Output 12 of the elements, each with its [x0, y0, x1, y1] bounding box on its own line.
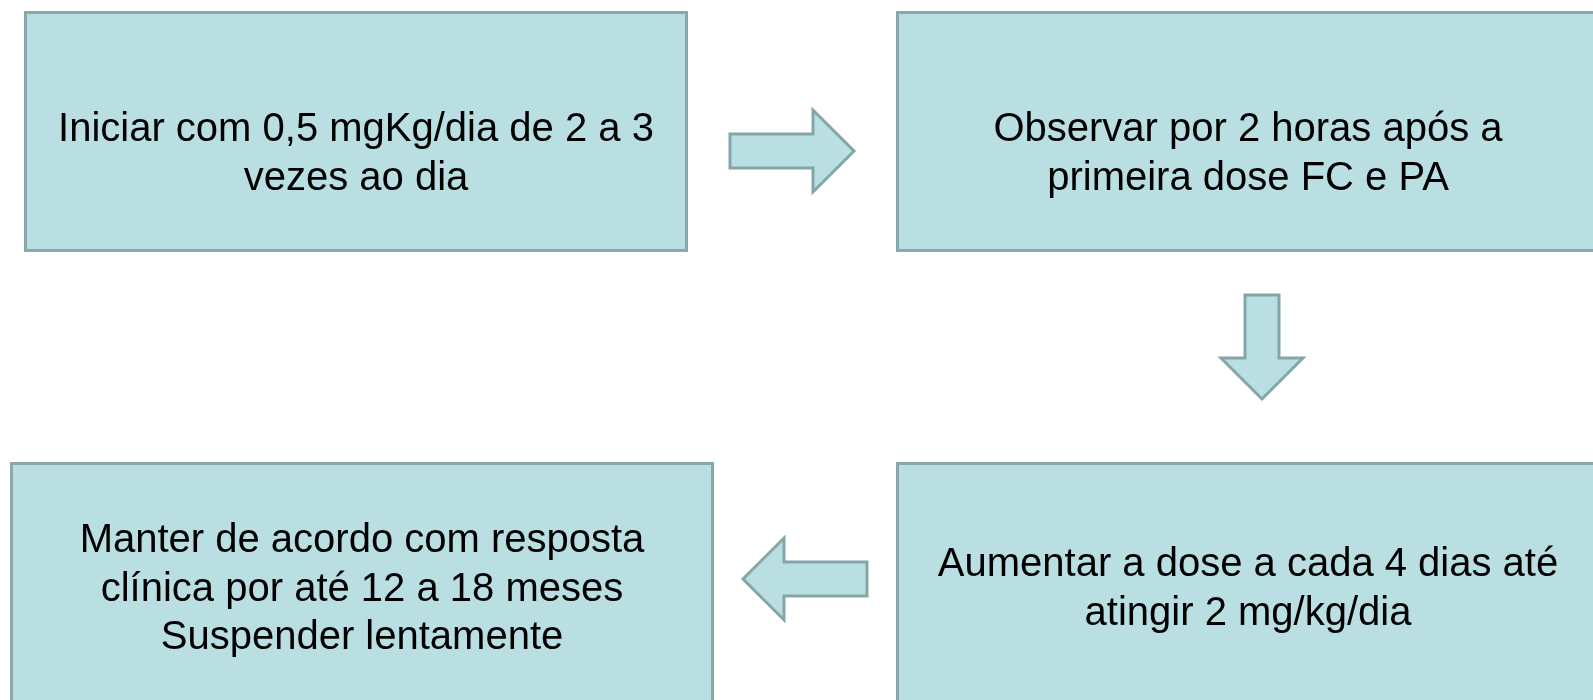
block-arrow [740, 534, 869, 624]
process-box [24, 11, 688, 252]
step-text: Suspender lentamente [160, 612, 564, 660]
process-box [896, 462, 1593, 700]
step-text: Manter de acordo com resposta clínica por até 12 a 18 meses [78, 514, 646, 611]
step-text: Aumentar a dose a cada 4 dias até atingir 2 mg/kg/dia [936, 539, 1560, 635]
process-box [896, 11, 1593, 252]
step-text: Observar por 2 horas após a primeira dose FC e PA [992, 103, 1504, 200]
block-arrow [1217, 293, 1307, 402]
step-text: Iniciar com 0,5 mgKg/dia de 2 a 3 vezes ao dia [57, 103, 655, 200]
block-arrow [728, 106, 857, 196]
process-box [10, 462, 714, 700]
